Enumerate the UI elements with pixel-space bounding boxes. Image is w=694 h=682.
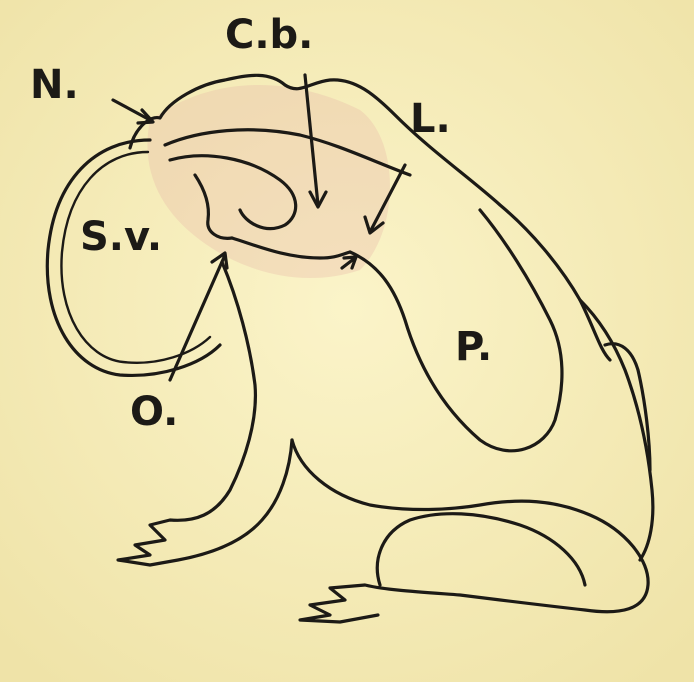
label-nostril: N. xyxy=(30,62,79,108)
label-lateral: L. xyxy=(410,96,451,142)
label-cerebellum: C.b. xyxy=(225,12,313,58)
label-opening: O. xyxy=(130,389,178,435)
label-vocal-sac: S.v. xyxy=(80,214,162,260)
label-parotoid: P. xyxy=(455,324,492,370)
